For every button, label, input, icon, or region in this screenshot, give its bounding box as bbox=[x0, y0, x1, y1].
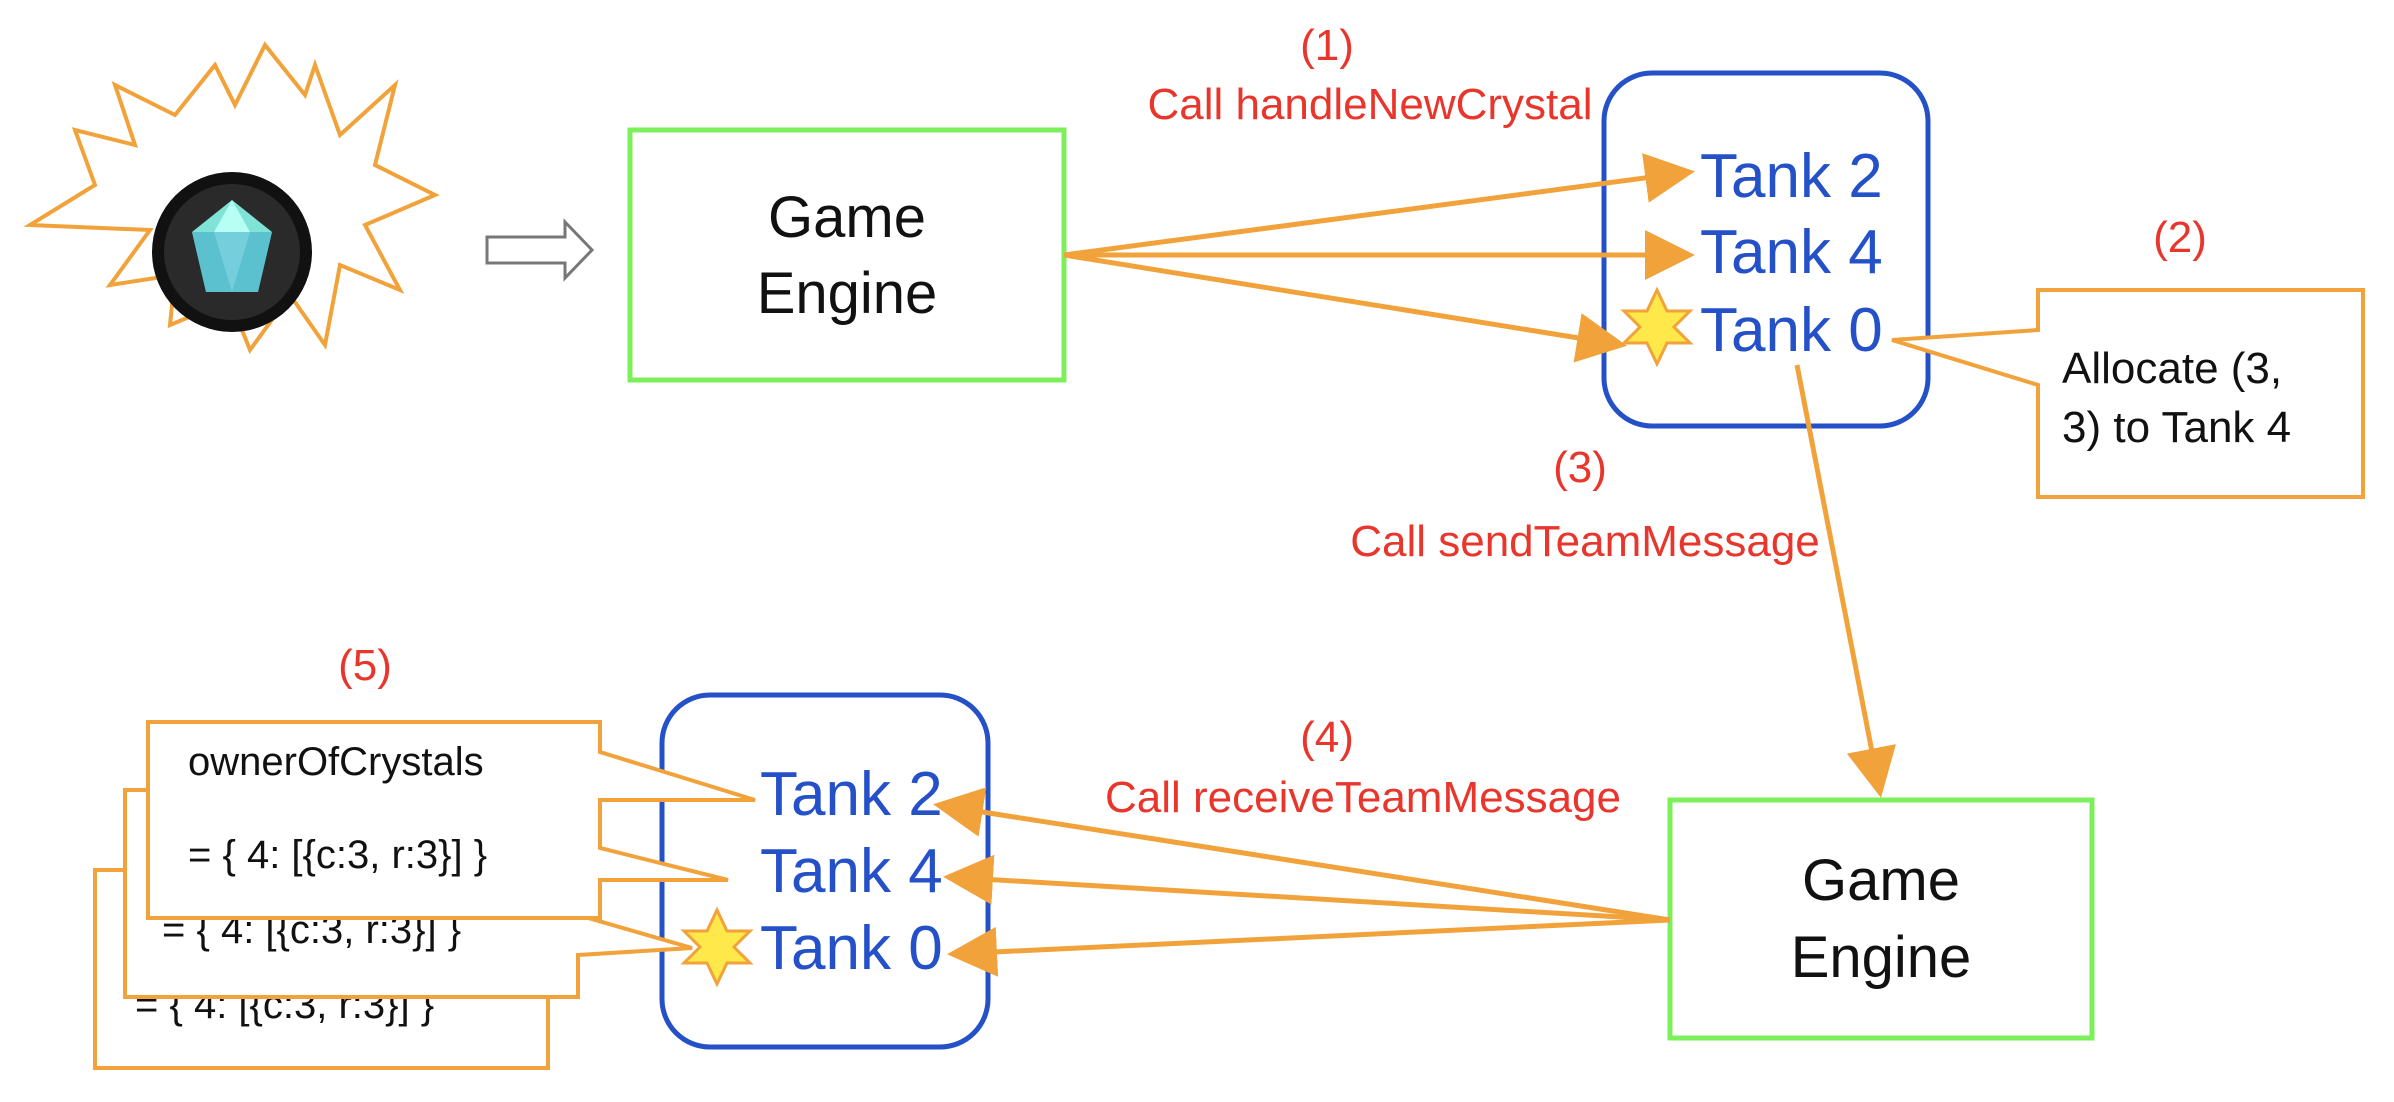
flow-arrow-icon bbox=[485, 218, 595, 282]
step3-number: (3) bbox=[1553, 443, 1607, 492]
owner-callout-front: ownerOfCrystals = { 4: [{c:3, r:3}] } bbox=[146, 720, 756, 920]
step1-label: Call handleNewCrystal bbox=[1147, 80, 1592, 129]
step3-label: Call sendTeamMessage bbox=[1350, 517, 1820, 566]
step4-arrows bbox=[933, 787, 1671, 977]
allocate-callout: Allocate (3, 3) to Tank 4 bbox=[1891, 288, 2365, 499]
tank-top-label: Tank 0 bbox=[1700, 296, 1883, 365]
tank-group-bottom: Tank 2 Tank 4 Tank 0 bbox=[659, 692, 991, 1050]
crystal-explosion bbox=[23, 41, 440, 355]
owner-callout-text: = { 4: [{c:3, r:3}] } bbox=[188, 833, 487, 877]
step4-number: (4) bbox=[1300, 713, 1354, 762]
step3-arrow bbox=[1794, 364, 1896, 798]
allocate-line1: Allocate (3, bbox=[2062, 344, 2282, 393]
tank-top-label: Tank 2 bbox=[1700, 142, 1883, 211]
step4-label: Call receiveTeamMessage bbox=[1105, 773, 1621, 822]
step1-number: (1) bbox=[1300, 21, 1354, 70]
game-engine-top: Game Engine bbox=[627, 127, 1067, 383]
engine-bottom-line2: Engine bbox=[1791, 925, 1972, 990]
tank-bottom-label: Tank 4 bbox=[760, 837, 943, 906]
tank-bottom-label: Tank 0 bbox=[760, 914, 943, 983]
leader-star-icon bbox=[680, 906, 754, 988]
leader-star-icon bbox=[1620, 286, 1694, 368]
owner-callout-title: ownerOfCrystals bbox=[188, 740, 484, 784]
engine-bottom-line1: Game bbox=[1802, 848, 1960, 913]
step5-number: (5) bbox=[338, 641, 392, 690]
game-engine-bottom: Game Engine bbox=[1667, 797, 2095, 1041]
tank-top-label: Tank 4 bbox=[1700, 218, 1883, 287]
tank-group-top: Tank 2 Tank 4 Tank 0 bbox=[1601, 70, 1931, 429]
tank-bottom-label: Tank 2 bbox=[760, 760, 943, 829]
engine-top-line1: Game bbox=[768, 185, 926, 250]
step1-arrows bbox=[1063, 153, 1695, 363]
allocate-line2: 3) to Tank 4 bbox=[2062, 403, 2291, 452]
step2-number: (2) bbox=[2153, 213, 2207, 262]
engine-top-line2: Engine bbox=[757, 261, 938, 326]
